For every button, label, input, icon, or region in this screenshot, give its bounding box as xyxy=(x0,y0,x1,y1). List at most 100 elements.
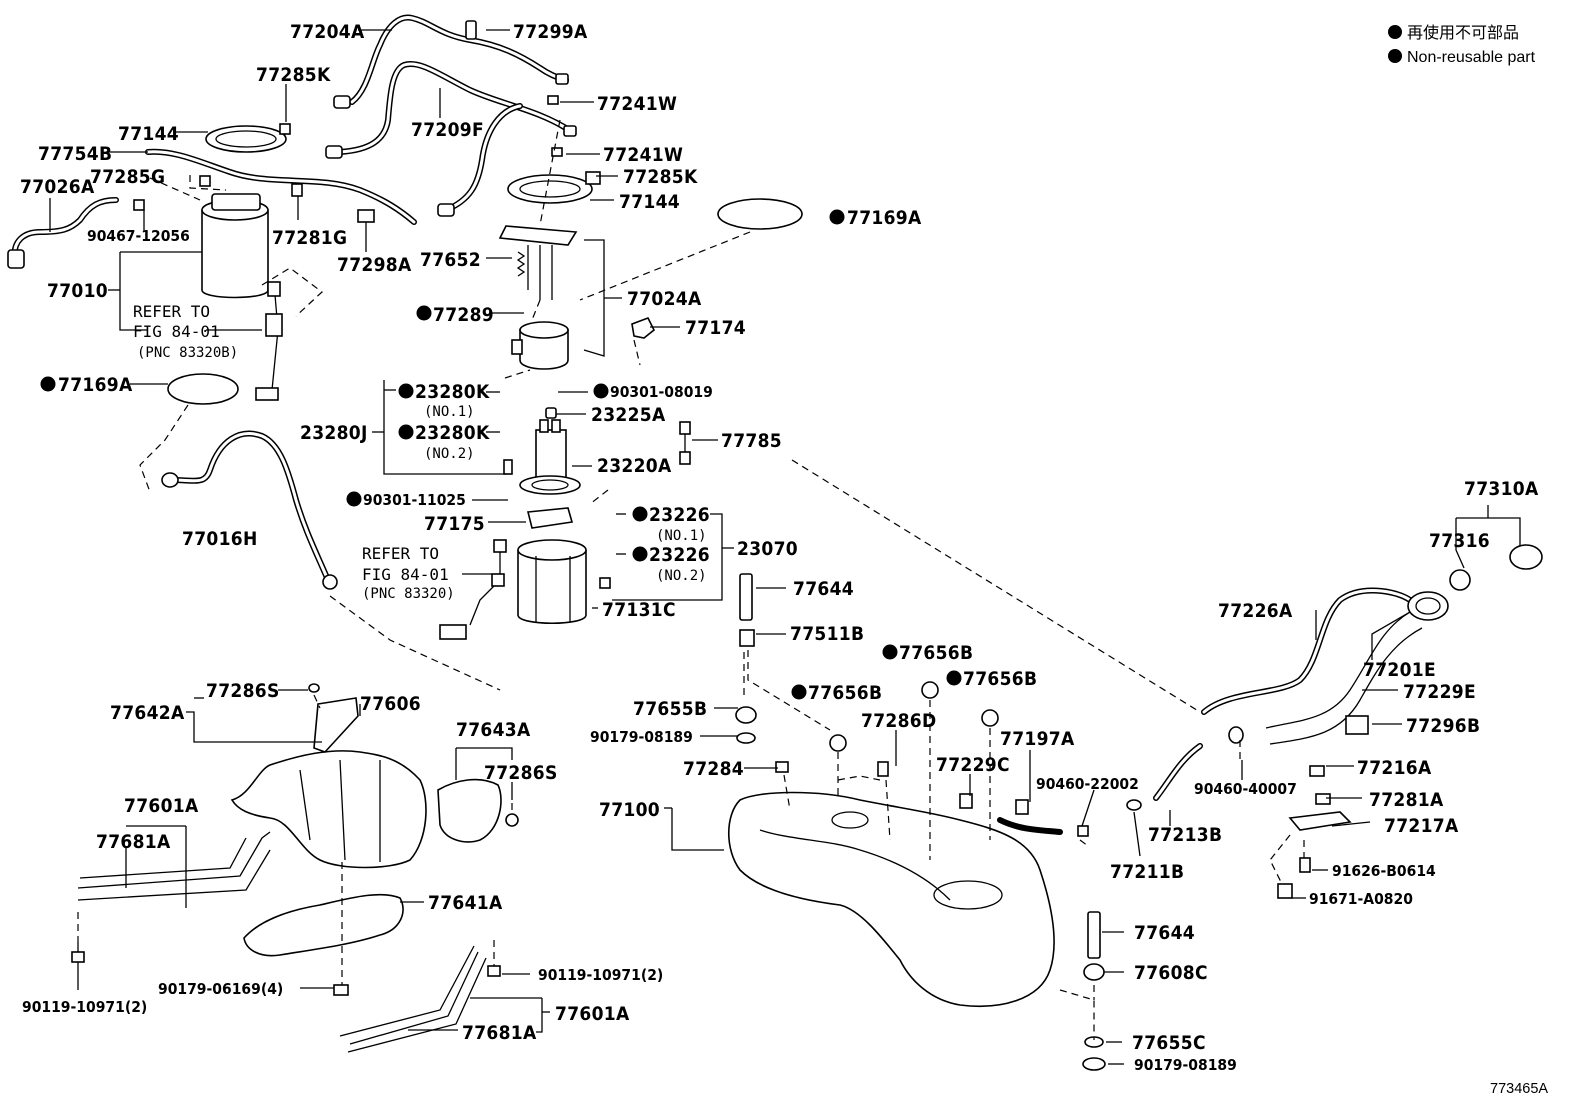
label-77511B: 77511B xyxy=(790,623,864,645)
label-77681A-b: 77681A xyxy=(462,1022,537,1044)
tube-77016H xyxy=(169,430,331,583)
gasket-77169A-left xyxy=(167,373,239,405)
label-90467-12056: 90467-12056 xyxy=(87,227,190,245)
label-77226A: 77226A xyxy=(1218,600,1293,622)
label-90179-06169: 90179-06169(4) xyxy=(158,980,283,998)
part-labels: 77204A 77299A 77285K 77241W 77144 77209F… xyxy=(20,21,1539,1074)
label-77655C: 77655C xyxy=(1132,1032,1206,1054)
gasket-77316 xyxy=(1449,569,1471,591)
label-23070: 23070 xyxy=(737,538,798,560)
legend-jp: 再使用不可部品 xyxy=(1407,24,1519,42)
label-77289: 77289 xyxy=(433,304,494,326)
label-77316: 77316 xyxy=(1429,530,1490,552)
label-77642A: 77642A xyxy=(110,702,185,724)
label-90119-10971-b: 90119-10971(2) xyxy=(22,998,147,1016)
label-77131C: 77131C xyxy=(602,599,676,621)
guide-lines xyxy=(77,119,1305,1040)
label-77299A: 77299A xyxy=(513,21,588,43)
label-no1-b: (NO.1) xyxy=(656,528,707,544)
label-77656B-c: 77656B xyxy=(963,668,1037,690)
label-77281A: 77281A xyxy=(1369,789,1444,811)
label-77144-a: 77144 xyxy=(118,123,179,145)
label-77644-b: 77644 xyxy=(1134,922,1195,944)
label-77197A: 77197A xyxy=(1000,728,1075,750)
refer-label-1a: REFER TO xyxy=(133,302,210,321)
label-77644-a: 77644 xyxy=(793,578,854,600)
label-91671-A0820: 91671-A0820 xyxy=(1309,890,1413,908)
non-reusable-markers xyxy=(40,209,962,700)
label-23280J: 23280J xyxy=(300,422,368,444)
label-no2-b: (NO.2) xyxy=(656,568,707,584)
label-23280K-b: 23280K xyxy=(415,422,490,444)
label-77174: 77174 xyxy=(685,317,746,339)
fuel-cap-77310A xyxy=(1509,544,1543,570)
non-reusable-bullet-icon xyxy=(632,506,648,522)
strap-77601A-left xyxy=(77,831,271,901)
label-77785: 77785 xyxy=(721,430,782,452)
label-77201E: 77201E xyxy=(1363,659,1436,681)
label-23225A: 23225A xyxy=(591,404,666,426)
refer-label-2a: REFER TO xyxy=(362,544,439,563)
label-77310A: 77310A xyxy=(1464,478,1539,500)
non-reusable-bullet-icon xyxy=(398,383,414,399)
label-77217A: 77217A xyxy=(1384,815,1459,837)
non-reusable-bullet-icon xyxy=(346,491,362,507)
label-77209F: 77209F xyxy=(411,119,484,141)
filler-pipe-77201E xyxy=(1265,611,1423,745)
label-77286D: 77286D xyxy=(861,710,936,732)
label-77016H: 77016H xyxy=(182,528,258,550)
label-77286S-a: 77286S xyxy=(206,680,280,702)
label-77285K-a: 77285K xyxy=(256,64,331,86)
pump-housing-77131C xyxy=(517,539,587,625)
refer-label-2c: (PNC 83320) xyxy=(362,586,455,602)
label-77024A: 77024A xyxy=(627,288,702,310)
label-77204A: 77204A xyxy=(290,21,365,43)
heat-insulator-77643A xyxy=(437,778,502,843)
non-reusable-bullet-icon xyxy=(1388,25,1402,39)
illustrations xyxy=(7,14,1543,1071)
label-no2-a: (NO.2) xyxy=(424,446,475,462)
pump-bracket-77024A xyxy=(498,225,578,370)
label-77229E: 77229E xyxy=(1403,681,1476,703)
label-77175: 77175 xyxy=(424,513,485,535)
label-77606: 77606 xyxy=(360,693,421,715)
label-91626-B0614: 91626-B0614 xyxy=(1332,862,1436,880)
label-77656B-b: 77656B xyxy=(808,682,882,704)
label-90301-08019: 90301-08019 xyxy=(610,383,713,401)
label-77652: 77652 xyxy=(420,249,481,271)
label-77100: 77100 xyxy=(599,799,660,821)
leader-lines xyxy=(49,29,1521,1065)
label-77655B: 77655B xyxy=(633,698,707,720)
label-90179-08189-a: 90179-08189 xyxy=(590,728,693,746)
label-77641A: 77641A xyxy=(428,892,503,914)
heat-insulator-77606 xyxy=(230,750,427,869)
label-77286S-b: 77286S xyxy=(484,762,558,784)
heat-insulator-77641A xyxy=(243,893,404,957)
label-77144-b: 77144 xyxy=(619,191,680,213)
non-reusable-bullet-icon xyxy=(632,546,648,562)
label-77211B: 77211B xyxy=(1110,861,1184,883)
label-77296B: 77296B xyxy=(1406,715,1480,737)
refer-label-2b: FIG 84-01 xyxy=(362,565,449,584)
refer-label-1b: FIG 84-01 xyxy=(133,322,220,341)
clip-77174 xyxy=(631,316,656,339)
label-23226-a: 23226 xyxy=(649,504,710,526)
non-reusable-bullet-icon xyxy=(593,383,609,399)
label-77681A-a: 77681A xyxy=(96,831,171,853)
label-77169A-b: 77169A xyxy=(58,374,133,396)
legend: 再使用不可部品 Non-reusable part xyxy=(1388,24,1536,66)
label-90460-22002: 90460-22002 xyxy=(1036,775,1139,793)
label-77285K-b: 77285K xyxy=(623,166,698,188)
label-77213B: 77213B xyxy=(1148,824,1222,846)
label-90179-08189-b: 90179-08189 xyxy=(1134,1056,1237,1074)
fuel-pump-23220A xyxy=(519,419,581,495)
legend-en: Non-reusable part xyxy=(1407,49,1536,66)
part-77175 xyxy=(526,507,574,529)
non-reusable-bullet-icon xyxy=(946,670,962,686)
non-reusable-bullet-icon xyxy=(882,644,898,660)
label-77298A: 77298A xyxy=(337,254,412,276)
sender-gauge-77010 xyxy=(201,193,269,299)
non-reusable-bullet-icon xyxy=(791,684,807,700)
strap-77601A-right xyxy=(339,945,487,1053)
label-77026A: 77026A xyxy=(20,176,95,198)
